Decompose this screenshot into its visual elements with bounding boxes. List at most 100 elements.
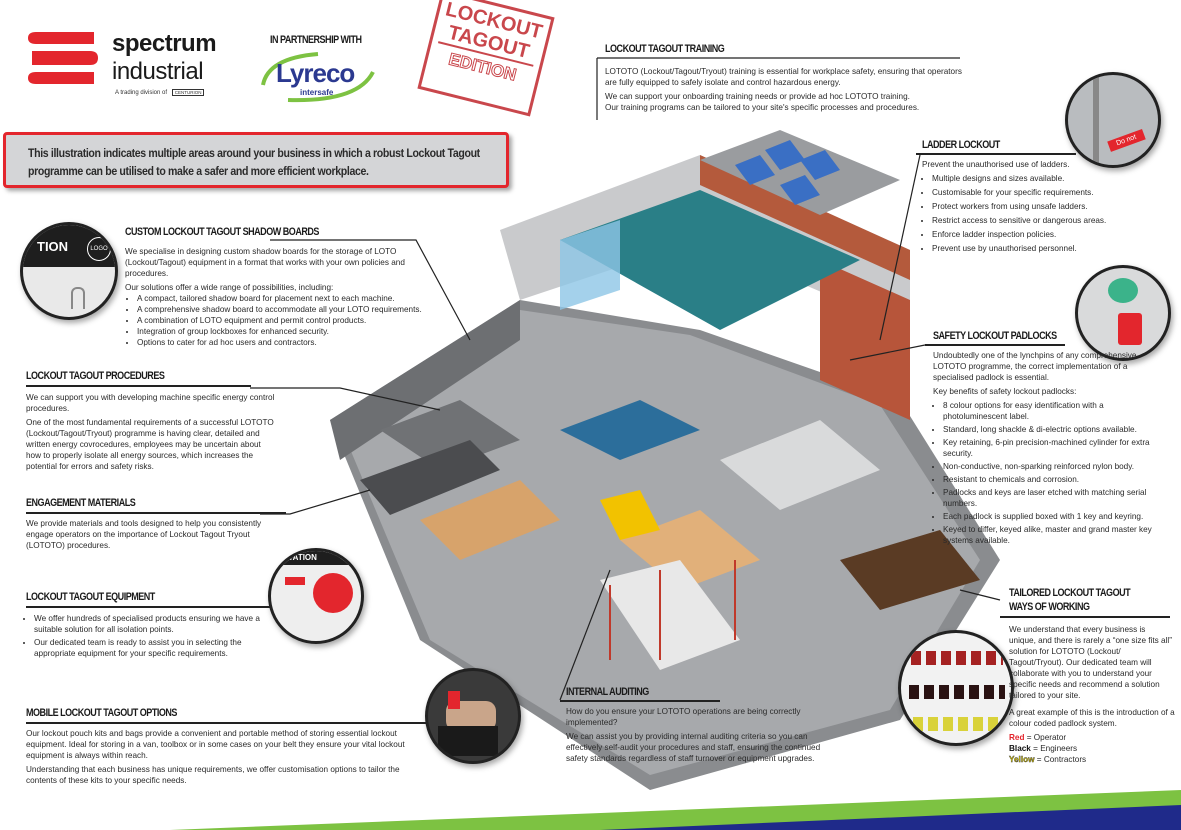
footer-blue-stripe [600, 805, 1181, 830]
engagement-text: We provide materials and tools designed … [26, 518, 276, 554]
legend-role: = Contractors [1036, 755, 1087, 764]
padlocks-para: Undoubtedly one of the lynchpins of any … [933, 351, 1137, 382]
ladder-title: LADDER LOCKOUT [922, 139, 1000, 151]
equipment-photo: STATION [268, 548, 364, 644]
photo-tag: Do not [1107, 129, 1146, 152]
legend-item-yellow: Yellow = Contractors [1009, 754, 1174, 765]
partner-sub: intersafe [300, 88, 334, 97]
tagline-text: A trading division of [115, 90, 168, 96]
bullet: Our dedicated team is ready to assist yo… [34, 637, 271, 659]
bullet: A combination of LOTO equipment and perm… [137, 315, 430, 326]
padlock-photo [1075, 265, 1171, 361]
mobile-text: Our lockout pouch kits and bags provide … [26, 728, 411, 789]
photo-label: STATION [283, 553, 317, 562]
engagement-title: ENGAGEMENT MATERIALS [26, 497, 136, 509]
ladder-text: Prevent the unauthorised use of ladders.… [922, 159, 1172, 257]
padlocks-text: Undoubtedly one of the lynchpins of any … [933, 350, 1163, 548]
auditing-text: How do you ensure your LOTOTO operations… [566, 706, 841, 767]
shadow-boards-para: Our solutions offer a wide range of poss… [125, 283, 334, 292]
training-text: LOTOTO (Lockout/Tagout/Tryout) training … [605, 66, 975, 116]
shadow-boards-title: CUSTOM LOCKOUT TAGOUT SHADOW BOARDS [125, 226, 319, 238]
lyreco-logo: Lyreco intersafe [258, 50, 378, 104]
photo-label: TION [37, 239, 69, 254]
equipment-title: LOCKOUT TAGOUT EQUIPMENT [26, 591, 155, 603]
training-para: Our training programs can be tailored to… [605, 103, 920, 112]
divider [916, 153, 1076, 155]
bullet: Each padlock is supplied boxed with 1 ke… [943, 511, 1163, 522]
bullet: A compact, tailored shadow board for pla… [137, 293, 430, 304]
partner-label: IN PARTNERSHIP WITH [270, 34, 362, 46]
lyreco-swoosh-icon [261, 52, 375, 103]
bullet: Padlocks and keys are laser etched with … [943, 487, 1163, 509]
bullet: A comprehensive shadow board to accommod… [137, 304, 430, 315]
divider [26, 722, 426, 724]
divider [26, 385, 251, 387]
spectrum-s-icon [28, 32, 98, 84]
procedures-para: We can support you with developing machi… [26, 393, 275, 413]
equipment-text: We offer hundreds of specialised product… [26, 613, 271, 661]
divider [1000, 616, 1170, 618]
bullet: Keyed to differ, keyed alike, master and… [943, 524, 1163, 546]
bullet: Key retaining, 6-pin precision-machined … [943, 437, 1163, 459]
bullet: Options to cater for ad hoc users and co… [137, 337, 430, 348]
brand-tagline: A trading division of CENTURION [115, 89, 205, 96]
auditing-para: We can assist you by providing internal … [566, 732, 821, 763]
shadow-boards-text: We specialise in designing custom shadow… [125, 246, 430, 348]
tailored-title-line2: WAYS OF WORKING [1009, 601, 1090, 613]
intro-banner-text: This illustration indicates multiple are… [28, 146, 480, 178]
training-title: LOCKOUT TAGOUT TRAINING [605, 43, 725, 55]
partner-name: Lyreco [276, 58, 355, 88]
auditing-title: INTERNAL AUDITING [566, 686, 649, 698]
divider [560, 700, 720, 702]
brand-name-line2: industrial [112, 58, 204, 85]
bullet: Multiple designs and sizes available. [932, 173, 1172, 184]
mobile-para: Our lockout pouch kits and bags provide … [26, 729, 405, 760]
legend-role: = Operator [1026, 733, 1067, 742]
mobile-title: MOBILE LOCKOUT TAGOUT OPTIONS [26, 707, 177, 719]
bullet: Restrict access to sensitive or dangerou… [932, 215, 1172, 226]
divider [925, 344, 1065, 346]
centurion-logo: CENTURION [171, 89, 205, 96]
bullet: Resistant to chemicals and corrosion. [943, 474, 1163, 485]
legend-item-black: Black = Engineers [1009, 743, 1174, 754]
brand-name-line1: spectrum [112, 30, 217, 57]
ladder-lockout-photo: Do not [1065, 72, 1161, 168]
bullet: Non-conductive, non-sparking reinforced … [943, 461, 1163, 472]
bullet: Prevent use by unauthorised personnel. [932, 243, 1172, 254]
ladder-intro: Prevent the unauthorised use of ladders. [922, 160, 1070, 169]
shadow-boards-para: We specialise in designing custom shadow… [125, 247, 405, 278]
procedures-title: LOCKOUT TAGOUT PROCEDURES [26, 370, 165, 382]
photo-logo: LOGO [87, 237, 111, 261]
procedures-para: One of the most fundamental requirements… [26, 418, 274, 471]
bullet: 8 colour options for easy identification… [943, 400, 1163, 422]
legend-color: Yellow [1009, 755, 1035, 764]
colour-coded-padlocks-photo [898, 630, 1014, 746]
training-para: LOTOTO (Lockout/Tagout/Tryout) training … [605, 67, 962, 87]
tailored-para: A great example of this is the introduct… [1009, 708, 1175, 728]
tailored-title-line1: TAILORED LOCKOUT TAGOUT [1009, 587, 1131, 599]
procedures-text: We can support you with developing machi… [26, 392, 276, 475]
bullet: Customisable for your specific requireme… [932, 187, 1172, 198]
tailored-para: We understand that every business is uni… [1009, 625, 1172, 700]
divider [26, 512, 286, 514]
bullet: Standard, long shackle & di-electric opt… [943, 424, 1163, 435]
legend-item-red: Red = Operator [1009, 732, 1174, 743]
training-para: We can support your onboarding training … [605, 92, 910, 101]
bullet: Enforce ladder inspection policies. [932, 229, 1172, 240]
padlocks-title: SAFETY LOCKOUT PADLOCKS [933, 330, 1057, 342]
tailored-text: We understand that every business is uni… [1009, 624, 1175, 765]
auditing-para: How do you ensure your LOTOTO operations… [566, 707, 801, 727]
bullet: Integration of group lockboxes for enhan… [137, 326, 430, 337]
legend-role: = Engineers [1033, 744, 1078, 753]
engagement-para: We provide materials and tools designed … [26, 519, 262, 550]
padlocks-para: Key benefits of safety lockout padlocks: [933, 387, 1077, 396]
intro-banner: This illustration indicates multiple are… [3, 132, 509, 188]
shadow-board-photo: TION LOGO [20, 222, 118, 320]
legend-color: Red [1009, 733, 1025, 742]
bullet: We offer hundreds of specialised product… [34, 613, 271, 635]
divider [26, 606, 271, 608]
spectrum-logo [28, 30, 98, 91]
legend-color: Black [1009, 744, 1031, 753]
mobile-para: Understanding that each business has uni… [26, 765, 400, 785]
